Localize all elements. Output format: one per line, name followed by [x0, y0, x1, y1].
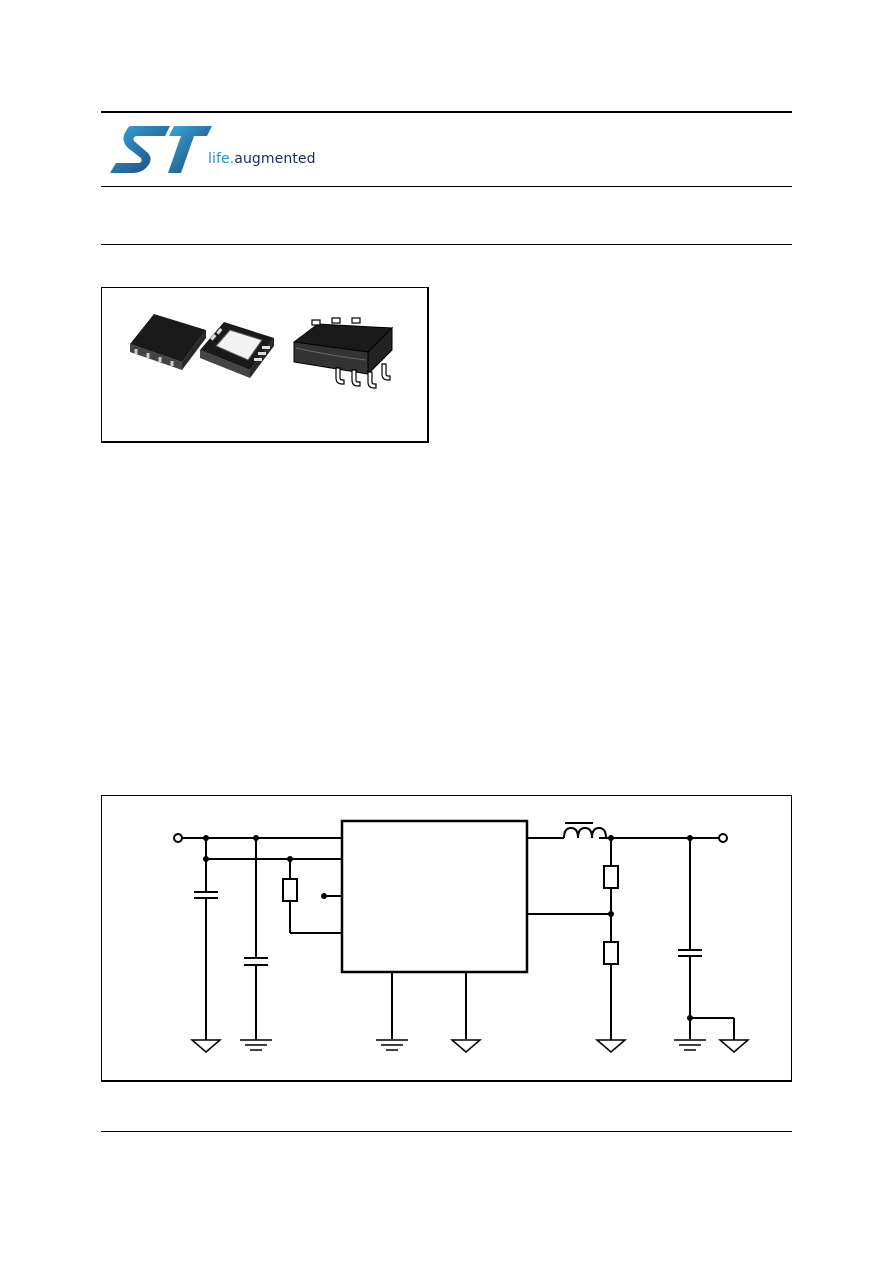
output-capacitor [678, 949, 702, 957]
so8-package [292, 317, 394, 389]
circuit-schematic [173, 819, 751, 1053]
logo-tagline-augmented: augmented [234, 151, 316, 167]
st-logo [108, 120, 328, 180]
dfn-package-bottom [200, 322, 274, 378]
ground-symbol [717, 1039, 751, 1053]
header-bottom-rule [101, 186, 792, 187]
input-terminal [173, 833, 183, 843]
application-circuit [101, 795, 792, 1082]
package-illustration [130, 314, 394, 389]
input-capacitor-2 [244, 957, 268, 966]
dfn-package-top [130, 314, 206, 370]
logo-tagline-life: life. [208, 151, 235, 167]
title-bottom-rule [101, 244, 792, 245]
input-capacitor-1 [194, 891, 218, 899]
ground-symbol [449, 1039, 483, 1053]
footer-rule [101, 1131, 792, 1132]
logo-tagline: life.augmented [208, 151, 316, 167]
inductor [563, 822, 607, 839]
header-top-rule [101, 111, 792, 113]
ground-symbol [376, 1039, 408, 1051]
ground-symbol [240, 1039, 272, 1051]
output-terminal [718, 833, 728, 843]
feedback-resistor-bottom [603, 941, 619, 965]
resistor [282, 878, 298, 902]
ground-symbol [189, 1039, 223, 1053]
package-figure [101, 287, 429, 443]
regulator-ic [340, 819, 529, 974]
ground-symbol [594, 1039, 628, 1053]
ground-symbol [674, 1039, 706, 1051]
st-logo-mark [110, 126, 212, 173]
feedback-resistor-top [603, 865, 619, 889]
